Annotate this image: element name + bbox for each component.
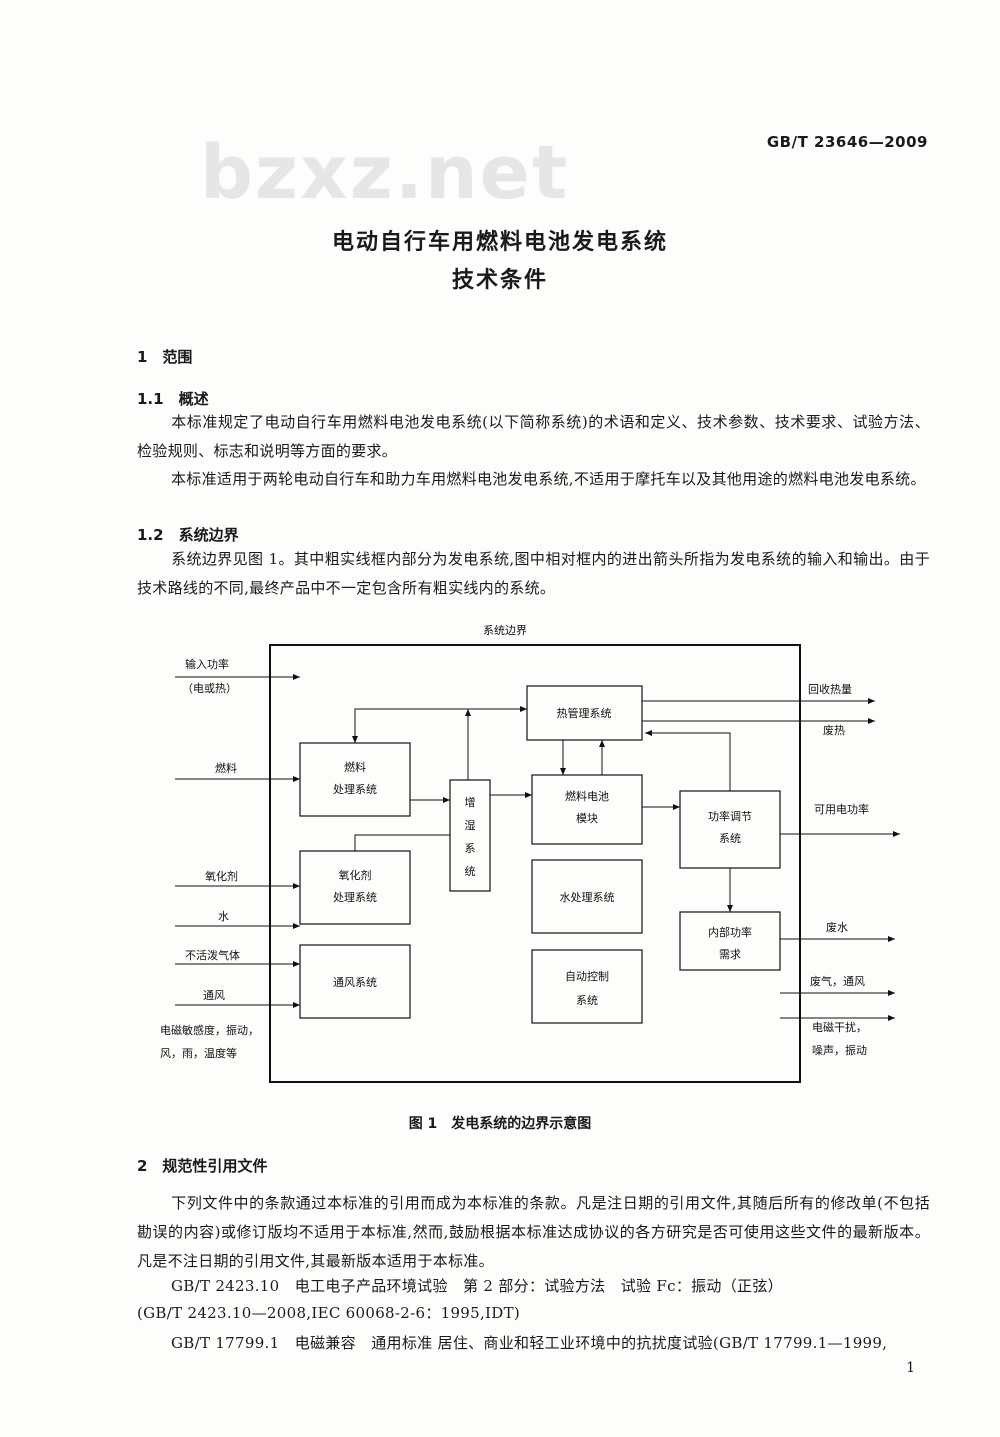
fuel-cell-module-block [531, 774, 643, 845]
fuel-processing-block [299, 742, 411, 817]
oxidant-processing-label-1: 氧化剂 [339, 868, 372, 882]
reference-1-cont: (GB/T 2423.10—2008,IEC 60068-2-6：1995,ID… [137, 1304, 521, 1322]
usable-power-label: 可用电功率 [814, 802, 869, 816]
waste-heat-label: 废热 [823, 723, 845, 737]
input-power-label: 输入功率 [185, 657, 229, 671]
env-label-2: 风，雨，温度等 [160, 1046, 237, 1060]
thermal-management-label: 热管理系统 [557, 706, 612, 720]
exhaust-label: 废气，通风 [810, 974, 865, 988]
fuel-processing-label-2: 处理系统 [333, 783, 377, 796]
waste-water-label: 废水 [826, 920, 848, 934]
auto-control-block [531, 949, 643, 1024]
power-conditioning-label-1: 功率调节 [708, 809, 752, 823]
ventilation-label: 通风 [203, 989, 225, 1002]
system-boundary-box [269, 644, 801, 1083]
humidifier-label-1: 增 [465, 795, 476, 809]
thermal-management-block [526, 685, 643, 741]
internal-power-block [679, 911, 781, 971]
document-title-line2: 技术条件 [451, 268, 548, 293]
water-processing-block [531, 859, 643, 934]
page-number: 1 [906, 1360, 915, 1376]
fuel-processing-label-1: 燃料 [344, 760, 366, 774]
section-2-heading: 2 规范性引用文件 [137, 1157, 268, 1175]
input-power-sub-label: （电或热） [182, 682, 237, 695]
reference-1: GB/T 2423.10 电工电子产品环境试验 第 2 部分：试验方法 试验 F… [171, 1277, 783, 1295]
fuel-label: 燃料 [215, 761, 237, 775]
section-1-2-heading: 1.2 系统边界 [137, 526, 239, 544]
internal-power-label-1: 内部功率 [708, 925, 752, 939]
oxidant-processing-block [299, 850, 411, 925]
section-1-1-para-1: 本标准规定了电动自行车用燃料电池发电系统(以下简称系统)的术语和定义、技术参数、… [137, 413, 930, 460]
fuel-cell-module-label-2: 模块 [576, 812, 598, 825]
humidifier-label-4: 统 [465, 865, 476, 878]
section-1-1-heading: 1.1 概述 [137, 390, 209, 408]
auto-control-label-1: 自动控制 [565, 969, 609, 983]
to-fuel-processing-arrow [352, 708, 468, 743]
power-cond-to-thermal-arrow [645, 730, 731, 791]
heat-recovery-label: 回收热量 [808, 682, 852, 696]
internal-power-label-2: 需求 [719, 948, 741, 961]
section-2-para-1: 下列文件中的条款通过本标准的引用而成为本标准的条款。凡是注日期的引用文件,其随后… [137, 1194, 930, 1270]
water-processing-label: 水处理系统 [560, 891, 615, 904]
section-1-1-para-2: 本标准适用于两轮电动自行车和助力车用燃料电池发电系统,不适用于摩托车以及其他用途… [171, 470, 926, 488]
humidifier-label-2: 湿 [465, 819, 476, 832]
emi-label-2: 噪声，振动 [812, 1043, 867, 1057]
ventilation-system-label: 通风系统 [333, 976, 377, 989]
humidifier-label-3: 系 [465, 842, 476, 855]
section-1-2-para-1: 系统边界见图 1。其中粗实线框内部分为发电系统,图中相对框内的进出箭头所指为发电… [137, 550, 930, 597]
power-conditioning-block [679, 790, 781, 869]
env-label-1: 电磁敏感度，振动， [160, 1023, 259, 1037]
inert-gas-label: 不活泼气体 [185, 948, 240, 962]
boundary-label: 系统边界 [483, 624, 527, 637]
water-label: 水 [218, 910, 229, 923]
fuel-cell-module-label-1: 燃料电池 [565, 789, 609, 803]
emi-label-1: 电磁干扰， [812, 1020, 867, 1034]
power-conditioning-label-2: 系统 [719, 832, 741, 845]
figure-caption: 图 1 发电系统的边界示意图 [408, 1116, 592, 1132]
auto-control-label-2: 系统 [576, 994, 598, 1007]
standard-number: GB/T 23646—2009 [766, 133, 928, 151]
ventilation-system-block [299, 944, 411, 1019]
watermark: bzxz.net [200, 130, 570, 216]
oxidant-processing-label-2: 处理系统 [333, 891, 377, 904]
document-title-line1: 电动自行车用燃料电池发电系统 [331, 230, 668, 255]
oxidant-to-humidifier-line [354, 834, 450, 851]
reference-2: GB/T 17799.1 电磁兼容 通用标准 居住、商业和轻工业环境中的抗扰度试… [171, 1334, 888, 1352]
section-1-heading: 1 范围 [137, 348, 193, 366]
oxidant-label: 氧化剂 [205, 869, 238, 883]
